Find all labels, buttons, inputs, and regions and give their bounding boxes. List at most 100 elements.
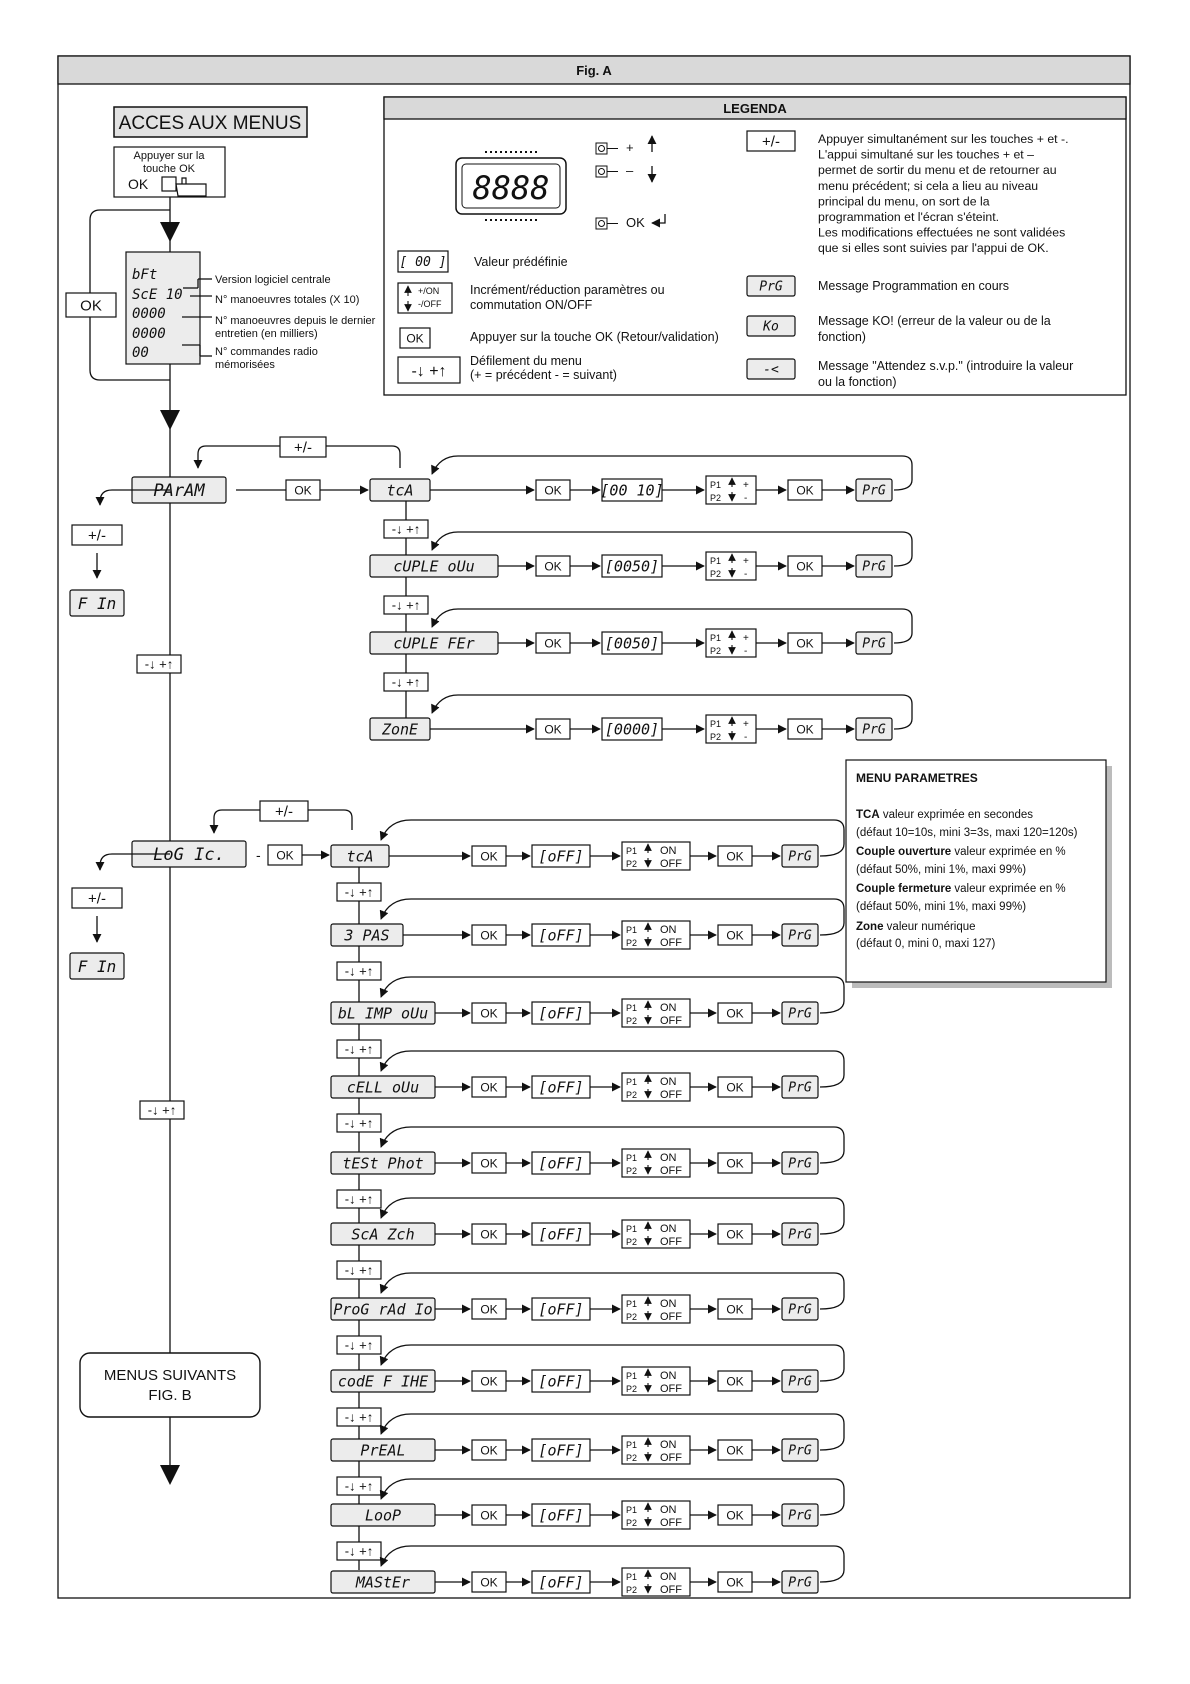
logic-row-2-prg-key-label: PrG: [788, 1007, 812, 1022]
display-label: Version logiciel centrale: [215, 274, 331, 286]
on-label: ON: [660, 1298, 677, 1310]
parametres-line: (défaut 10=10s, mini 3=3s, maxi 120=120s…: [856, 827, 1078, 839]
logic-scroll-key-1: [336, 961, 382, 981]
logic-item-10-label: MAStEr: [355, 1573, 410, 1591]
logic-exit-plusminus-key-label: +/-: [88, 890, 106, 907]
logic-fin-box: [69, 952, 125, 980]
p2-label: P2: [626, 1312, 637, 1322]
logic-row-4-value-box-label: [oFF]: [538, 1154, 583, 1172]
wait-description: ou la fonction): [818, 375, 897, 389]
logic-fin-box-label: F In: [78, 957, 117, 976]
ok-description: Appuyer sur la touche OK (Retour/validat…: [470, 330, 719, 344]
logic-row-1-value-box-label: [oFF]: [538, 926, 583, 944]
logic-scroll-key-6: [336, 1335, 382, 1355]
on-label: ON: [660, 1002, 677, 1014]
param-return-arrow-0: [431, 455, 913, 491]
main-scroll-key-1: [136, 654, 182, 674]
main-scroll-key-2: [139, 1100, 185, 1120]
param-fin-box: [69, 589, 125, 617]
logic-return-arrow-3: [379, 1050, 845, 1088]
parametres-segment: valeur numérique: [883, 921, 975, 933]
off-label: OFF: [660, 1517, 682, 1529]
logic-row-0-value-box-label: [oFF]: [538, 847, 583, 865]
parametres-segment: valeur exprimée en %: [951, 883, 1065, 895]
logic-row-2-prg-key: [781, 1001, 819, 1025]
flow-down-arrow: [160, 1465, 180, 1485]
param-row-2-value-box-label: [0050]: [605, 634, 659, 652]
parametres-segment: (défaut 0, mini 0, maxi 127): [856, 938, 996, 950]
logic-return-arrow-9: [379, 1478, 845, 1516]
logic-row-4-prg-key-label: PrG: [788, 1157, 812, 1172]
display-label: entretien (en milliers): [215, 328, 318, 340]
logic-exit-plusminus-key: [71, 887, 123, 909]
param-scroll-key-1: [383, 595, 429, 615]
logic-row-10-p1p2-box: [621, 1567, 691, 1597]
logic-row-1-confirm-ok-key-label: OK: [726, 928, 743, 942]
logic-row-10-prg-key: [781, 1570, 819, 1594]
param-item-0-label: tcA: [386, 481, 413, 499]
flow-down-arrow: [160, 222, 180, 242]
logic-row-0-confirm-ok-key-label: OK: [726, 849, 743, 863]
off-label: OFF: [660, 1452, 682, 1464]
param-row-1-confirm-ok-key-label: OK: [796, 559, 813, 573]
logic-row-10-prg-key-label: PrG: [788, 1576, 812, 1591]
on-label: ON: [660, 1223, 677, 1235]
p2-label: P2: [626, 859, 637, 869]
preset-description: Valeur prédéfinie: [474, 255, 568, 269]
logic-item-8-label: PrEAL: [360, 1441, 405, 1459]
parametres-line: Zone valeur numérique: [856, 921, 976, 933]
p2-label: P2: [626, 1384, 637, 1394]
logic-row-7-ok-key-label: OK: [480, 1374, 497, 1388]
legend-prg-key: [746, 275, 796, 297]
logic-row-5-prg-key: [781, 1222, 819, 1246]
logic-scroll-key-7: [336, 1407, 382, 1427]
parametres-segment: (défaut 50%, mini 1%, maxi 99%): [856, 901, 1026, 913]
on-label: ON: [660, 1152, 677, 1164]
param-row-3-prg-key-label: PrG: [862, 723, 886, 738]
minus-label: –: [626, 163, 634, 178]
wait-description: Message "Attendez s.v.p." (introduire la…: [818, 359, 1073, 373]
logic-item-7-label: codE F IHE: [338, 1372, 428, 1390]
param-ok-key-label: OK: [294, 483, 311, 497]
logic-row-6-confirm-ok-key-label: OK: [726, 1302, 743, 1316]
plus-label: +: [743, 480, 749, 491]
param-row-1-prg-key: [855, 554, 893, 578]
parametres-line: (défaut 50%, mini 1%, maxi 99%): [856, 901, 1026, 913]
logic-return-arrow-1: [379, 898, 845, 936]
logic-item-0-label: tcA: [346, 847, 373, 865]
plusminus-description: L'appui simultané sur les touches + et –: [818, 148, 1034, 162]
logic-row-4-confirm-ok-key-label: OK: [726, 1156, 743, 1170]
logic-row-7-prg-key: [781, 1369, 819, 1393]
logic-return-arrow-2: [379, 976, 845, 1014]
press-ok-text: touche OK: [143, 163, 196, 175]
param-return-arrow-3: [431, 694, 913, 730]
parametres-segment: (défaut 50%, mini 1%, maxi 99%): [856, 864, 1026, 876]
minus-label: -: [744, 732, 747, 743]
logic-row-1-prg-key: [781, 923, 819, 947]
logic-row-5-confirm-ok-key-label: OK: [726, 1227, 743, 1241]
logic-row-9-ok-key-label: OK: [480, 1508, 497, 1522]
plusminus-description: principal du menu, on sort de la: [818, 194, 990, 208]
param-scroll-key-0: [383, 519, 429, 539]
menu-logic-label: LoG Ic.: [153, 845, 225, 865]
on-label: ON: [660, 1076, 677, 1088]
p1-label: P1: [626, 925, 637, 935]
logic-row-0-prg-key: [781, 844, 819, 868]
scroll-description: (+ = précédent - = suivant): [470, 368, 617, 382]
legend-ko-key-label: Ko: [762, 320, 779, 335]
parametres-title: MENU PARAMETRES: [856, 771, 978, 785]
incr-description: commutation ON/OFF: [470, 298, 593, 312]
menu-param-label: PArAM: [153, 481, 205, 501]
legend-prg-key-label: PrG: [759, 280, 783, 295]
p1-label: P1: [626, 1505, 637, 1515]
param-row-1-prg-key-label: PrG: [862, 560, 886, 575]
logic-return-arrow-6: [379, 1272, 845, 1310]
logic-row-3-ok-key-label: OK: [480, 1080, 497, 1094]
logic-ok-key-label: OK: [276, 848, 293, 862]
param-row-3-prg-key: [855, 717, 893, 741]
next-menus-text: MENUS SUIVANTS: [104, 1367, 236, 1384]
logic-row-3-confirm-ok-key-label: OK: [726, 1080, 743, 1094]
param-row-1-ok-key-label: OK: [544, 559, 561, 573]
logic-return-arrow-4: [379, 1126, 845, 1164]
logic-row-8-value-box-label: [oFF]: [538, 1441, 583, 1459]
